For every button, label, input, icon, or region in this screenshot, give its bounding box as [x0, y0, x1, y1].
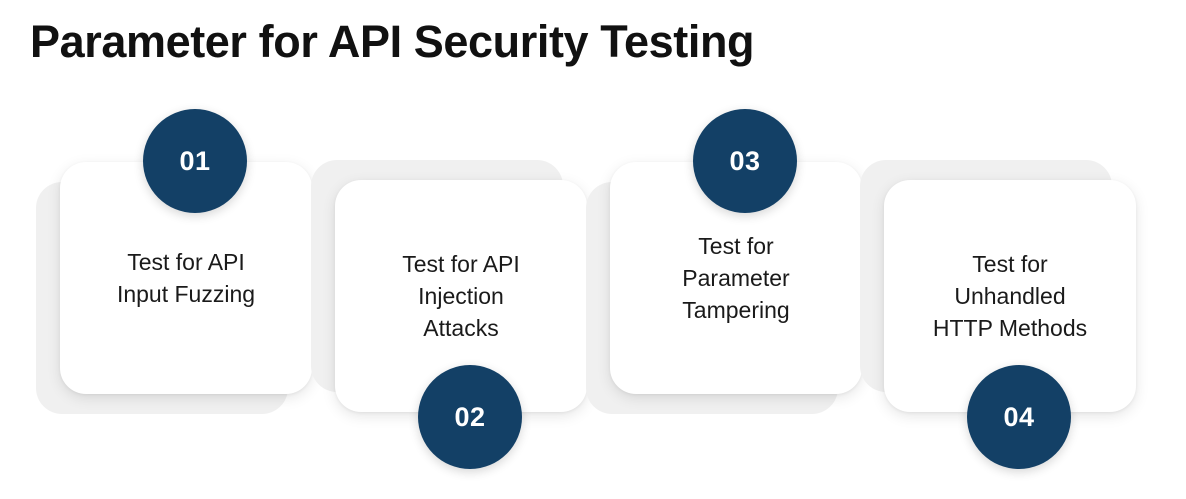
- card-label: Test for API Injection Attacks: [402, 251, 520, 341]
- step-number-badge: 03: [693, 109, 797, 213]
- card-item-03[interactable]: Test for Parameter Tampering 03: [586, 0, 886, 499]
- page-title: Parameter for API Security Testing: [30, 16, 755, 67]
- card-label: Test for Unhandled HTTP Methods: [932, 251, 1088, 341]
- step-number-badge: 04: [967, 365, 1071, 469]
- card-label: Test for Parameter Tampering: [682, 233, 790, 323]
- card-surface[interactable]: Test for API Input Fuzzing: [60, 162, 312, 394]
- card-item-01[interactable]: Test for API Input Fuzzing 01: [36, 0, 336, 499]
- card-label: Test for API Input Fuzzing: [116, 249, 256, 307]
- card-item-02[interactable]: Test for API Injection Attacks 02: [311, 0, 611, 499]
- step-number-badge: 01: [143, 109, 247, 213]
- step-number-badge: 02: [418, 365, 522, 469]
- card-item-04[interactable]: Test for Unhandled HTTP Methods 04: [860, 0, 1160, 499]
- card-surface[interactable]: Test for Unhandled HTTP Methods: [884, 180, 1136, 412]
